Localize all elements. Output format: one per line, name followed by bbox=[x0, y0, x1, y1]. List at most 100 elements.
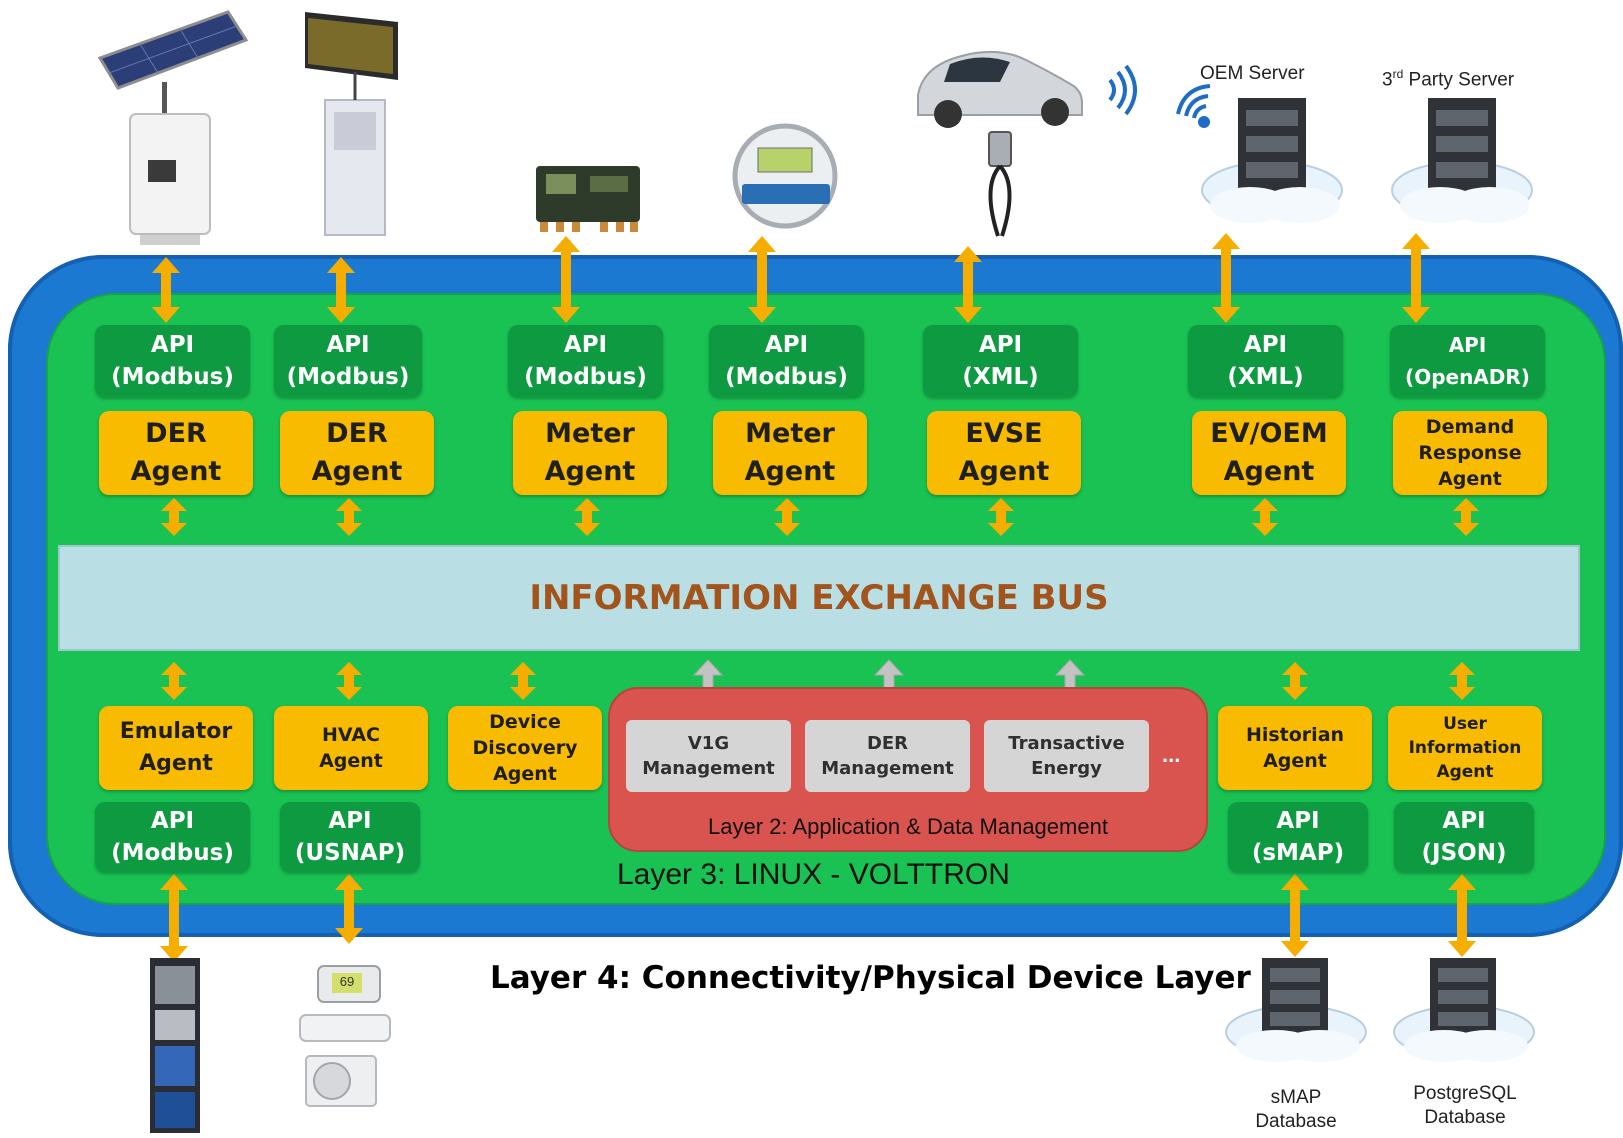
api-label: API bbox=[150, 808, 195, 834]
api-label: API bbox=[1448, 333, 1487, 357]
smap-db-suffix: Database bbox=[1255, 1111, 1337, 1132]
demand-response-agent: Demand Response Agent bbox=[1393, 411, 1547, 495]
api-json-userinfo: API (JSON) bbox=[1394, 802, 1534, 872]
smap-database-label: sMAP Database bbox=[1236, 1086, 1356, 1134]
smap-db-name: sMAP bbox=[1270, 1087, 1322, 1108]
agent-suffix: Agent bbox=[1263, 750, 1327, 772]
agent-suffix: Agent bbox=[311, 456, 403, 487]
arrow-der1-bus bbox=[161, 498, 187, 536]
mgmt-suffix: Management bbox=[821, 758, 954, 779]
agent-name-line2: Discovery bbox=[472, 737, 578, 759]
agent-suffix: Agent bbox=[544, 456, 636, 487]
meter-agent-1: Meter Agent bbox=[513, 411, 667, 495]
arrow-postgres-db bbox=[1448, 874, 1476, 957]
more-apps-ellipsis: ... bbox=[1162, 742, 1181, 767]
mgmt-suffix: Energy bbox=[1031, 758, 1102, 779]
agent-name: User bbox=[1443, 714, 1487, 734]
arrow-userinfo-bus bbox=[1449, 662, 1475, 700]
api-protocol: (Modbus) bbox=[111, 364, 234, 390]
arrow-meter2-bus bbox=[774, 498, 800, 536]
agent-name: Historian bbox=[1245, 724, 1345, 746]
api-label: API bbox=[563, 332, 608, 358]
historian-agent: Historian Agent bbox=[1218, 706, 1372, 790]
postgres-db-suffix: Database bbox=[1424, 1107, 1506, 1128]
arrow-hvac-bus bbox=[336, 662, 362, 700]
api-protocol: (USNAP) bbox=[294, 840, 406, 866]
layer4-title: Layer 4: Connectivity/Physical Device La… bbox=[490, 960, 1251, 996]
arrow-evse-device bbox=[954, 246, 982, 323]
ev-oem-agent: EV/OEM Agent bbox=[1192, 411, 1346, 495]
api-xml-evoem: API (XML) bbox=[1188, 325, 1343, 397]
oem-server-label: OEM Server bbox=[1200, 63, 1305, 84]
third-party-server-label: 3rd Party Server bbox=[1382, 62, 1514, 92]
der-agent-2: DER Agent bbox=[280, 411, 434, 495]
arrow-smap-db bbox=[1281, 874, 1309, 957]
arrow-meter1-bus bbox=[574, 498, 600, 536]
agent-suffix: Agent bbox=[1438, 468, 1502, 490]
api-protocol: (Modbus) bbox=[111, 840, 234, 866]
agent-name: Device bbox=[489, 711, 561, 733]
arrow-dr-bus bbox=[1453, 498, 1479, 536]
api-modbus-meter2: API (Modbus) bbox=[709, 325, 864, 397]
api-protocol: (XML) bbox=[962, 364, 1039, 390]
agent-name: Meter bbox=[745, 418, 835, 449]
api-protocol: (Modbus) bbox=[524, 364, 647, 390]
postgres-db-name: PostgreSQL bbox=[1413, 1083, 1517, 1104]
api-label: API bbox=[1276, 808, 1320, 834]
third-party-prefix: 3 bbox=[1382, 69, 1393, 91]
api-usnap-hvac: API (USNAP) bbox=[280, 802, 420, 872]
layer3-caption: Layer 3: LINUX - VOLTTRON bbox=[617, 858, 1010, 891]
api-modbus-der2: API (Modbus) bbox=[274, 325, 422, 397]
arrow-meter2-device bbox=[748, 236, 776, 323]
arrow-discovery-bus bbox=[510, 662, 536, 700]
api-protocol: (OpenADR) bbox=[1405, 365, 1530, 389]
api-openadr: API (OpenADR) bbox=[1390, 325, 1545, 397]
api-modbus-emulator: API (Modbus) bbox=[95, 802, 250, 872]
arrow-der2-bus bbox=[336, 498, 362, 536]
agent-name: Meter bbox=[545, 418, 635, 449]
thermostat-display: 69 bbox=[339, 974, 355, 989]
arrow-der1-device bbox=[152, 257, 180, 323]
arrow-der2-device bbox=[327, 257, 355, 323]
information-exchange-bus: INFORMATION EXCHANGE BUS bbox=[58, 545, 1580, 651]
arrow-emulator-device bbox=[160, 874, 188, 962]
mgmt-name: Transactive bbox=[1008, 733, 1125, 754]
mgmt-suffix: Management bbox=[642, 758, 775, 779]
api-label: API bbox=[1243, 332, 1288, 358]
api-protocol: (JSON) bbox=[1421, 840, 1507, 866]
api-label: API bbox=[326, 332, 370, 358]
arrow-3rd-party-server bbox=[1402, 233, 1430, 323]
der-agent-1: DER Agent bbox=[99, 411, 253, 495]
agent-name-line2: Response bbox=[1418, 442, 1522, 464]
v1g-management: V1G Management bbox=[626, 720, 791, 792]
meter-agent-2: Meter Agent bbox=[713, 411, 867, 495]
transactive-energy: Transactive Energy bbox=[984, 720, 1149, 792]
agent-name: Demand bbox=[1425, 416, 1515, 438]
api-protocol: (Modbus) bbox=[725, 364, 848, 390]
agent-suffix: Agent bbox=[1436, 762, 1494, 782]
mgmt-name: V1G bbox=[687, 733, 730, 754]
mgmt-name: DER bbox=[866, 733, 909, 754]
agent-suffix: Agent bbox=[958, 456, 1050, 487]
agent-suffix: Agent bbox=[1223, 456, 1315, 487]
api-label: API bbox=[764, 332, 809, 358]
device-discovery-agent: Device Discovery Agent bbox=[448, 706, 602, 790]
api-protocol: (Modbus) bbox=[286, 364, 410, 390]
postgres-database-label: PostgreSQL Database bbox=[1400, 1082, 1530, 1130]
api-smap-historian: API (sMAP) bbox=[1228, 802, 1368, 872]
agent-name: EV/OEM bbox=[1210, 418, 1328, 449]
arrow-evoem-bus bbox=[1252, 498, 1278, 536]
third-party-superscript: rd bbox=[1392, 67, 1404, 81]
user-information-agent: User Information Agent bbox=[1388, 706, 1542, 790]
api-protocol: (sMAP) bbox=[1251, 840, 1345, 866]
arrow-historian-bus bbox=[1282, 662, 1308, 700]
api-xml-evse: API (XML) bbox=[923, 325, 1078, 397]
api-label: API bbox=[328, 808, 372, 834]
agent-name: DER bbox=[326, 418, 388, 449]
agent-suffix: Agent bbox=[130, 456, 222, 487]
agent-suffix: Agent bbox=[139, 751, 213, 776]
arrow-evse-bus bbox=[988, 498, 1014, 536]
api-modbus-meter1: API (Modbus) bbox=[508, 325, 663, 397]
api-protocol: (XML) bbox=[1227, 364, 1304, 390]
arrow-emulator-bus bbox=[161, 662, 187, 700]
